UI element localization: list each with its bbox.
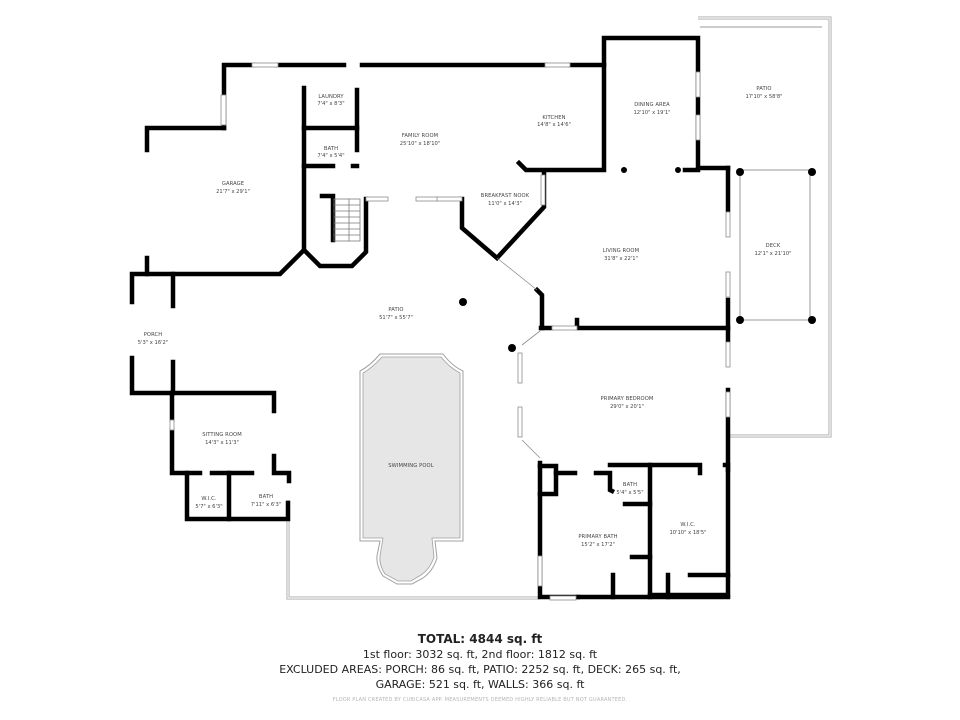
- room-label-wic-primary: W.I.C.: [680, 522, 695, 528]
- room-dim-wic-small: 5'7" x 6'3": [195, 504, 222, 510]
- excluded-areas-line-1: EXCLUDED AREAS: PORCH: 86 sq. ft, PATIO:…: [279, 663, 681, 676]
- room-label-primary-bath: PRIMARY BATH: [578, 534, 617, 540]
- room-dim-patio-north: 17'10" x 58'8": [745, 94, 782, 100]
- room-label-wic-small: W.I.C.: [201, 496, 216, 502]
- posts: [459, 167, 816, 352]
- column-post: [736, 316, 744, 324]
- column-post: [508, 344, 516, 352]
- room-dim-primary-bath: 15'2" x 17'2": [581, 542, 615, 548]
- room-label-swimming-pool: SWIMMING POOL: [388, 463, 433, 469]
- walls: [129, 35, 731, 600]
- staircase: [333, 198, 361, 242]
- column-post: [459, 298, 467, 306]
- room-label-patio-main: PATIO: [388, 307, 403, 313]
- excluded-areas-line-2: GARAGE: 521 sq. ft, WALLS: 366 sq. ft: [375, 678, 585, 691]
- column-post: [675, 167, 681, 173]
- room-dim-breakfast-nook: 11'0" x 14'3": [488, 201, 522, 207]
- room-dim-wic-primary: 10'10" x 18'5": [669, 530, 706, 536]
- windows: [169, 62, 731, 601]
- total-area: TOTAL: 4844 sq. ft: [417, 632, 543, 646]
- area-summary: TOTAL: 4844 sq. ft 1st floor: 3032 sq. f…: [0, 631, 960, 692]
- column-post: [621, 167, 627, 173]
- room-dim-kitchen: 14'8" x 14'6": [537, 122, 571, 128]
- room-label-kitchen: KITCHEN: [542, 115, 565, 121]
- room-label-dining-area: DINING AREA: [634, 102, 670, 108]
- room-dim-bath-small: 7'11" x 6'3": [251, 502, 282, 508]
- room-label-bath-upper: BATH: [324, 146, 338, 152]
- column-post: [808, 316, 816, 324]
- room-label-sitting-room: SITTING ROOM: [202, 432, 242, 438]
- room-dim-primary-bedroom: 29'0" x 20'1": [610, 404, 644, 410]
- room-dim-bath-primary-small: 5'4" x 5'5": [616, 490, 643, 496]
- room-dim-bath-upper: 7'4" x 5'4": [317, 153, 344, 159]
- swimming-pool: [359, 353, 464, 585]
- room-dim-living-room: 31'8" x 22'1": [604, 256, 638, 262]
- room-dim-deck: 12'1" x 21'10": [754, 251, 791, 257]
- room-label-deck: DECK: [766, 243, 781, 249]
- room-label-bath-primary-small: BATH: [623, 482, 637, 488]
- exterior-outlines: [286, 16, 832, 600]
- room-label-primary-bedroom: PRIMARY BEDROOM: [601, 396, 654, 402]
- room-label-patio-north: PATIO: [756, 86, 771, 92]
- column-post: [808, 168, 816, 176]
- disclaimer-footnote: FLOOR PLAN CREATED BY CUBICASA APP. MEAS…: [332, 697, 628, 703]
- room-dim-garage: 21'7" x 29'1": [216, 189, 250, 195]
- room-dim-porch: 5'3" x 16'2": [138, 340, 169, 346]
- floor-areas: 1st floor: 3032 sq. ft, 2nd floor: 1812 …: [362, 648, 598, 661]
- room-dim-family-room: 25'10" x 18'10": [400, 141, 440, 147]
- room-dim-dining-area: 12'10" x 19'1": [633, 110, 670, 116]
- room-label-garage: GARAGE: [222, 181, 244, 187]
- room-label-laundry: LAUNDRY: [318, 94, 344, 100]
- room-label-living-room: LIVING ROOM: [603, 248, 639, 254]
- room-label-bath-small: BATH: [259, 494, 273, 500]
- room-dim-laundry: 7'4" x 8'3": [317, 101, 344, 107]
- room-label-breakfast-nook: BREAKFAST NOOK: [481, 193, 530, 199]
- room-label-family-room: FAMILY ROOM: [402, 133, 438, 139]
- room-dim-sitting-room: 14'3" x 11'3": [205, 440, 239, 446]
- room-dim-patio-main: 51'7" x 55'7": [379, 315, 413, 321]
- room-labels: LAUNDRY 7'4" x 8'3" BATH 7'4" x 5'4" FAM…: [138, 86, 792, 548]
- column-post: [736, 168, 744, 176]
- room-label-porch: PORCH: [144, 332, 163, 338]
